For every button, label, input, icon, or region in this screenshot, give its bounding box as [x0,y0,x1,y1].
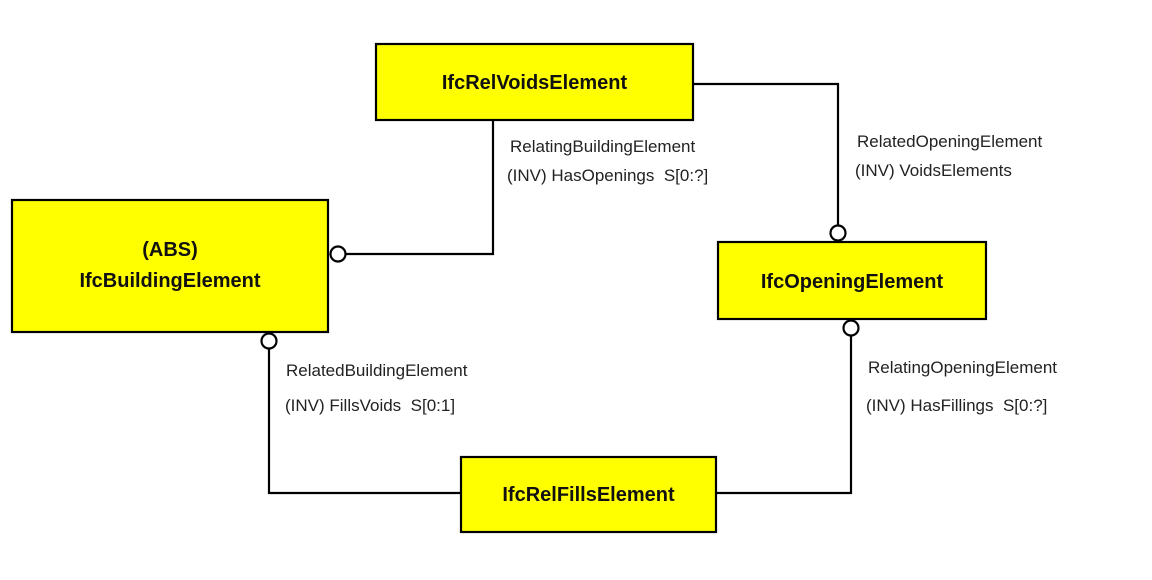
relation-related-opening-line2: (INV) VoidsElements [855,161,1012,180]
connector-building-to-relfills [267,349,461,495]
entity-ifcopeningelement: IfcOpeningElement [716,240,988,321]
connector-relvoids-to-building [346,120,495,256]
circle-end-opening-voidselements [829,224,847,242]
entity-label-opening: IfcOpeningElement [761,271,944,293]
entity-label-building: IfcBuildingElement [79,270,260,292]
entity-label-relvoids: IfcRelVoidsElement [442,72,628,94]
relation-relating-opening: RelatingOpeningElement (INV) HasFillings… [866,358,1057,415]
relation-relating-opening-line2: (INV) HasFillings S[0:?] [866,396,1047,415]
entity-ifcbuildingelement: (ABS) IfcBuildingElement [10,198,330,334]
relation-related-opening-line1: RelatedOpeningElement [857,132,1043,151]
connector-relvoids-to-opening [693,82,840,225]
circle-end-building-hasopenings [329,245,347,263]
circle-end-opening-hasfillings [842,319,860,337]
relation-related-opening: RelatedOpeningElement (INV) VoidsElement… [855,132,1043,180]
entity-ifcrelvoidselement: IfcRelVoidsElement [374,42,695,122]
relation-related-building-line2: (INV) FillsVoids S[0:1] [285,396,455,415]
relation-relating-building-line2: (INV) HasOpenings S[0:?] [507,166,708,185]
relation-related-building: RelatedBuildingElement (INV) FillsVoids … [285,361,468,415]
relation-relating-building: RelatingBuildingElement (INV) HasOpening… [507,137,708,185]
relation-related-building-line1: RelatedBuildingElement [286,361,468,380]
entity-abs-label: (ABS) [142,239,198,261]
relation-relating-building-line1: RelatingBuildingElement [510,137,696,156]
connector-opening-to-relfills [716,336,853,495]
entity-label-relfills: IfcRelFillsElement [502,484,675,506]
circle-end-building-fillsvoids [260,332,278,350]
relation-relating-opening-line1: RelatingOpeningElement [868,358,1057,377]
entity-ifcrelfillselement: IfcRelFillsElement [459,455,718,534]
